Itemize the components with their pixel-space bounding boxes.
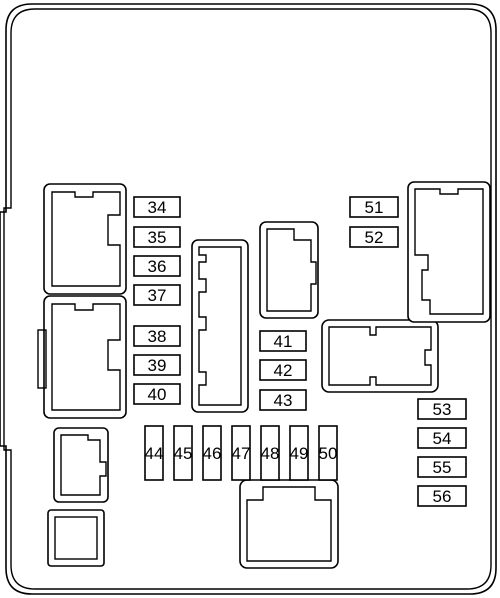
fuse-45: 45 — [173, 425, 193, 481]
fuse-slot — [349, 226, 399, 248]
fuse-number-label: 35 — [148, 228, 167, 247]
fuse-34: 34 — [133, 196, 181, 218]
fuse-52: 52 — [349, 226, 399, 248]
fuse-42: 42 — [259, 359, 307, 381]
fuse-number-label: 36 — [148, 257, 167, 276]
fuse-slot — [144, 425, 164, 481]
fuse-number-label: 43 — [274, 391, 293, 410]
fuse-slot — [133, 255, 181, 277]
fuse-40: 40 — [133, 383, 181, 405]
fuse-number-label: 44 — [145, 444, 164, 463]
relay-left-upper — [43, 183, 127, 295]
fuse-slot — [133, 284, 181, 306]
fuse-slot — [318, 425, 338, 481]
fuse-slot — [417, 427, 467, 449]
fuse-number-label: 50 — [319, 444, 338, 463]
fuse-number-label: 40 — [148, 385, 167, 404]
fuse-36: 36 — [133, 255, 181, 277]
fuse-slot — [417, 485, 467, 507]
fuse-number-label: 37 — [148, 286, 167, 305]
fuse-slot — [133, 226, 181, 248]
fuse-number-label: 54 — [433, 429, 452, 448]
fuse-slot — [133, 325, 181, 347]
fuse-53: 53 — [417, 398, 467, 420]
fuse-slot — [133, 196, 181, 218]
fuse-slot — [259, 359, 307, 381]
fuse-number-label: 51 — [365, 198, 384, 217]
connector-center-upper — [259, 221, 319, 319]
connector-bottom-center — [239, 479, 339, 569]
fuse-number-label: 47 — [232, 444, 251, 463]
fuse-37: 37 — [133, 284, 181, 306]
fuse-group: 34 35 36 37 38 39 40 41 42 43 44 45 46 47 48 49 50 51 52 53… — [133, 196, 467, 507]
fuse-56: 56 — [417, 485, 467, 507]
fuse-number-label: 34 — [148, 198, 167, 217]
fuse-number-label: 55 — [433, 458, 452, 477]
fuse-46: 46 — [202, 425, 222, 481]
fuse-number-label: 38 — [148, 327, 167, 346]
fuse-41: 41 — [259, 330, 307, 352]
fuse-number-label: 53 — [433, 400, 452, 419]
fuse-slot — [173, 425, 193, 481]
fuse-50: 50 — [318, 425, 338, 481]
block-bottom-left — [47, 509, 105, 567]
fuse-slot — [231, 425, 251, 481]
fuse-49: 49 — [289, 425, 309, 481]
fuse-slot — [259, 330, 307, 352]
fuse-slot — [133, 354, 181, 376]
fuse-35: 35 — [133, 226, 181, 248]
fuse-51: 51 — [349, 196, 399, 218]
fuse-number-label: 46 — [203, 444, 222, 463]
fuse-number-label: 49 — [290, 444, 309, 463]
fuse-55: 55 — [417, 456, 467, 478]
fuse-47: 47 — [231, 425, 251, 481]
fuse-44: 44 — [144, 425, 164, 481]
fuse-slot — [260, 425, 280, 481]
fuse-slot — [259, 389, 307, 411]
fuse-number-label: 56 — [433, 487, 452, 506]
connector-center-tall — [191, 239, 249, 413]
fuse-number-label: 48 — [261, 444, 280, 463]
fuse-38: 38 — [133, 325, 181, 347]
fuse-number-label: 52 — [365, 228, 384, 247]
fuse-slot — [133, 383, 181, 405]
relay-left-small — [53, 427, 109, 503]
fuse-number-label: 41 — [274, 332, 293, 351]
fuse-slot — [417, 398, 467, 420]
fuse-box-housing-inner — [3, 8, 492, 590]
fuse-slot — [349, 196, 399, 218]
relay-left-lower — [37, 295, 127, 419]
fuse-43: 43 — [259, 389, 307, 411]
fuse-number-label: 39 — [148, 356, 167, 375]
relay-right-tall — [407, 181, 491, 323]
fuse-slot — [417, 456, 467, 478]
connector-center-wide — [321, 319, 439, 393]
fuse-slot — [289, 425, 309, 481]
fuse-number-label: 45 — [174, 444, 193, 463]
fuse-number-label: 42 — [274, 361, 293, 380]
fuse-39: 39 — [133, 354, 181, 376]
fuse-48: 48 — [260, 425, 280, 481]
fuse-slot — [202, 425, 222, 481]
fuse-54: 54 — [417, 427, 467, 449]
